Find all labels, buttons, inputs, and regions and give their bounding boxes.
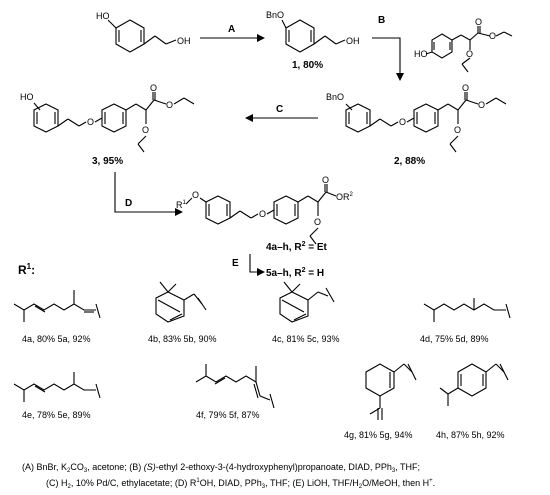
step-label-a: A	[228, 24, 235, 35]
atom-or2: OR2	[336, 192, 354, 202]
compound-label-1: 1, 80%	[292, 60, 323, 71]
atom-o: O	[454, 125, 461, 135]
r1-structure-4h	[439, 363, 509, 406]
step-label-d: D	[125, 198, 132, 209]
r1-header: R1:	[18, 262, 35, 277]
yield-label-4c: 4c, 81% 5c, 93%	[272, 334, 340, 344]
structure-compound-3: HO O O O O 3, 95%	[20, 83, 195, 167]
arrow-e: E	[232, 254, 265, 276]
caption-line-2: (C) H2, 10% Pd/C, ethylacetate; (D) R1OH…	[46, 478, 435, 490]
atom-o: O	[259, 209, 266, 219]
atom-ho: HO	[20, 92, 34, 102]
r1-structure-4a	[13, 290, 101, 322]
atom-o: O	[466, 49, 473, 59]
atom-o: O	[142, 125, 149, 135]
structure-compound-1: BnO OH 1, 80%	[266, 10, 360, 71]
arrow-b: B	[372, 15, 404, 81]
r1-structure-4g	[365, 363, 417, 420]
atom-oh: OH	[346, 36, 360, 46]
atom-ho: HO	[96, 11, 110, 21]
r1-structure-4f	[195, 364, 275, 409]
structure-tyrosol: HO OH	[96, 11, 191, 53]
atom-o: O	[475, 17, 482, 27]
yield-label-4h: 4h, 87% 5h, 92%	[436, 430, 505, 440]
r1-structure-4b	[155, 281, 207, 323]
atom-o: O	[87, 117, 94, 127]
yield-label-4d: 4d, 75% 5d, 89%	[420, 334, 489, 344]
yield-label-4f: 4f, 79% 5f, 87%	[196, 410, 260, 420]
atom-o: O	[489, 31, 496, 41]
yield-label-4b: 4b, 83% 5b, 90%	[148, 334, 217, 344]
r1-structure-4d	[423, 298, 511, 322]
r1-structure-4e	[13, 372, 101, 402]
atom-bno: BnO	[266, 10, 284, 20]
atom-o: O	[166, 100, 173, 110]
atom-bno: BnO	[326, 92, 344, 102]
caption-line-1: (A) BnBr, K2CO3, acetone; (B) (S)-ethyl …	[22, 462, 420, 474]
structure-reagent-b: HO O O O	[414, 17, 513, 73]
structure-compound-2: BnO O O O O 2, 88%	[326, 83, 507, 167]
yield-label-4e: 4e, 78% 5e, 89%	[22, 410, 91, 420]
r1-structure-4c	[279, 281, 335, 323]
structure-compound-4-5: R1 O O O OR2 O 4a–h, R2 = Et 5a–h, R2 = …	[176, 175, 354, 279]
compound-label-3: 3, 95%	[92, 156, 123, 167]
atom-o: O	[322, 175, 329, 185]
step-label-b: B	[378, 15, 385, 26]
step-label-e: E	[232, 258, 239, 269]
compound-label-2: 2, 88%	[394, 156, 425, 167]
atom-ho: HO	[414, 49, 428, 59]
yield-label-4a: 4a, 80% 5a, 92%	[22, 334, 91, 344]
atom-o: O	[399, 117, 406, 127]
atom-o: O	[462, 83, 469, 93]
step-label-c: C	[276, 104, 283, 115]
atom-r1: R1	[176, 200, 187, 210]
atom-o: O	[478, 100, 485, 110]
compound-label-5: 5a–h, R2 = H	[266, 267, 324, 279]
yield-label-4g: 4g, 81% 5g, 94%	[344, 430, 413, 440]
arrow-d: D	[114, 172, 183, 216]
atom-o: O	[314, 217, 321, 227]
arrow-a: A	[200, 24, 265, 42]
compound-label-4: 4a–h, R2 = Et	[266, 241, 328, 253]
atom-o: O	[150, 83, 157, 93]
atom-o: O	[192, 190, 199, 200]
arrow-c: C	[245, 104, 318, 122]
atom-oh: OH	[177, 36, 191, 46]
